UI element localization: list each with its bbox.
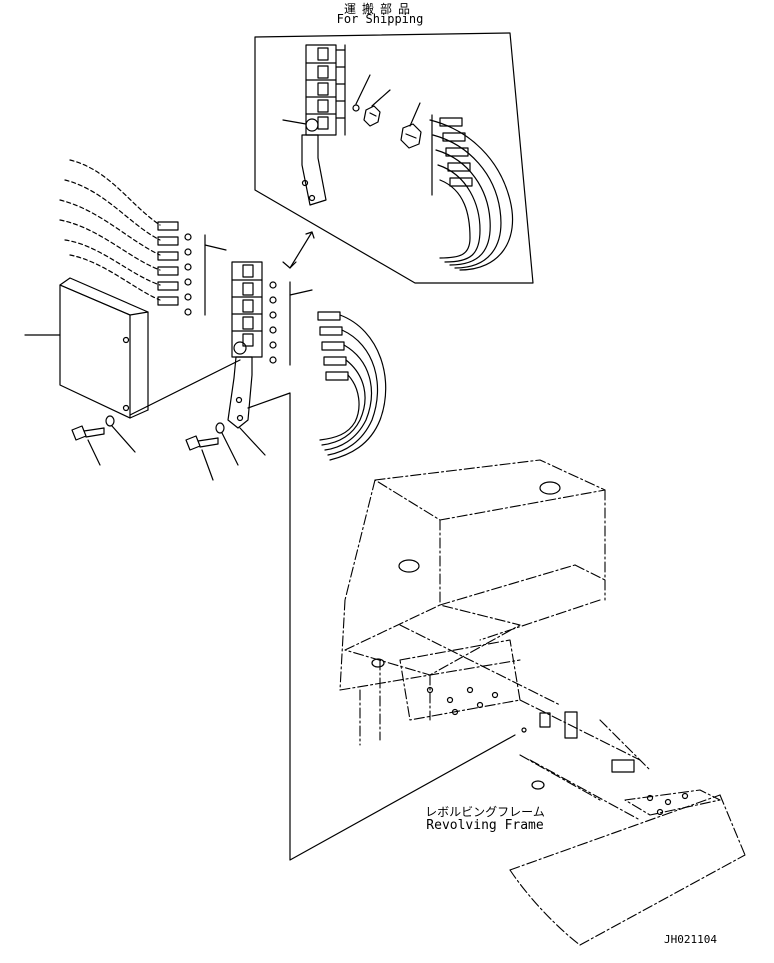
shipping-parts-label-en: For Shipping [336, 12, 424, 26]
swap-arrow [282, 231, 315, 269]
inset-o-ring [352, 104, 360, 112]
revolving-frame [339, 459, 746, 946]
drawing-number: JH021104 [664, 933, 717, 946]
washer-left [105, 415, 115, 427]
washer-right [215, 422, 225, 434]
frame-holes [371, 481, 689, 816]
frame-clamps [521, 711, 635, 790]
manifold-bracket [227, 356, 253, 429]
right-hose-fittings [269, 281, 349, 381]
shipping-parts-label-jp: 運搬部品 [343, 2, 416, 16]
right-hose-bundle [319, 314, 387, 461]
inset-fitting [400, 123, 422, 149]
inset-plug [363, 105, 381, 127]
revolving-frame-label-jp: レボルビングフレーム [425, 805, 545, 819]
inset-bracket [301, 134, 327, 206]
shipping-inset-frame [254, 32, 534, 284]
bolt-right [185, 435, 219, 451]
inset-hose-bundle [429, 114, 514, 271]
cover-plate [59, 277, 149, 419]
inset-manifold-block [305, 44, 346, 136]
revolving-frame-label-en: Revolving Frame [426, 818, 544, 833]
bolt-left [71, 425, 105, 441]
manifold-block [231, 261, 263, 358]
left-hose-bundle [59, 159, 161, 301]
left-hose-fittings [157, 221, 192, 316]
install-leader-line [247, 392, 516, 861]
